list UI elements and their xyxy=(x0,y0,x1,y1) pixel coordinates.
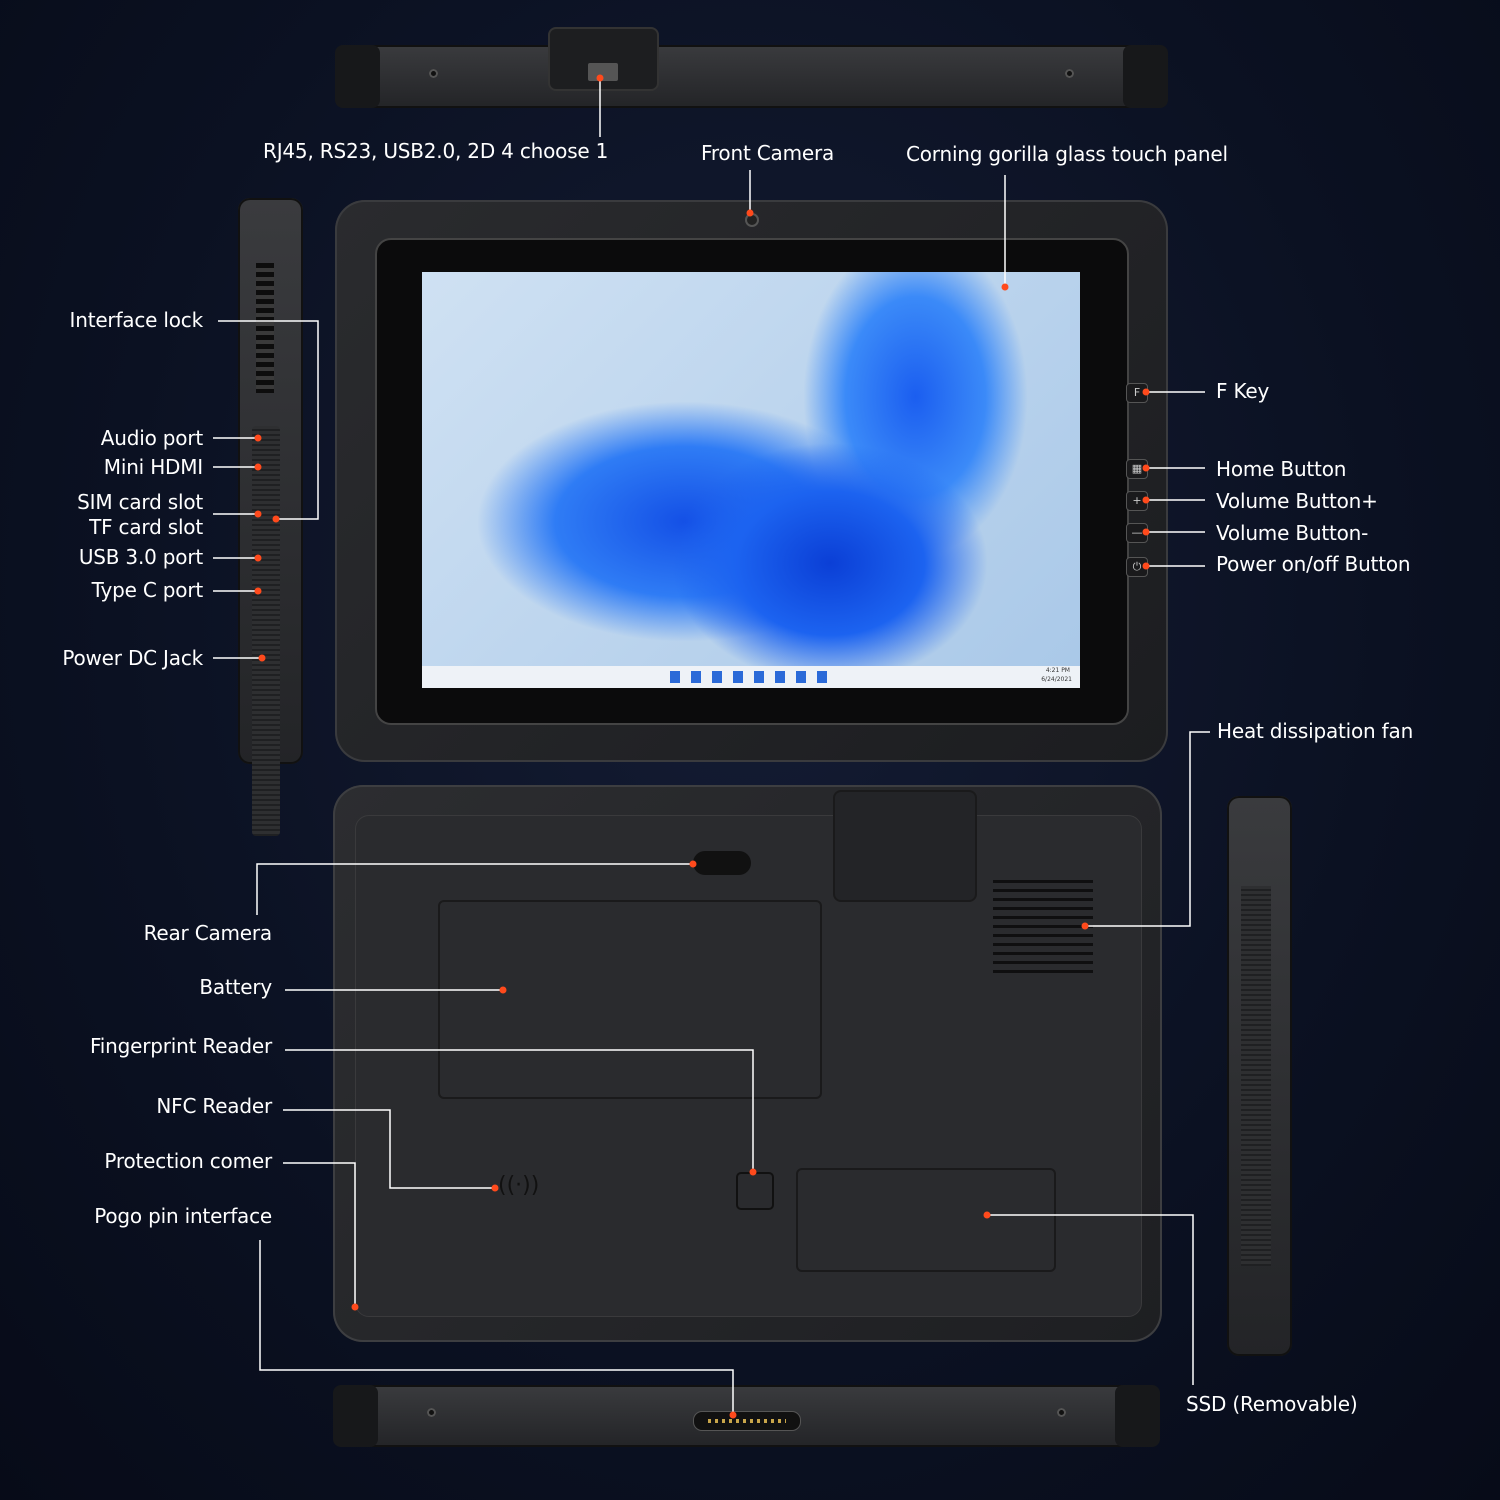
label-front-camera: Front Camera xyxy=(701,141,835,165)
taskbar-date: 6/24/2021 xyxy=(1041,676,1072,683)
touch-screen[interactable]: 4:21 PM 6/24/2021 xyxy=(422,272,1080,688)
tablet-back: ((·)) xyxy=(333,785,1162,1342)
marker-dot xyxy=(254,463,262,471)
marker-dot xyxy=(254,510,262,518)
marker-dot xyxy=(1142,464,1150,472)
ssd-cover xyxy=(796,1168,1056,1272)
label-power-button: Power on/off Button xyxy=(1216,552,1411,576)
handle-mount xyxy=(833,790,977,902)
rj45-port-icon xyxy=(588,63,618,81)
nfc-icon: ((·)) xyxy=(498,1173,540,1198)
marker-dot xyxy=(254,587,262,595)
label-top-port: RJ45, RS23, USB2.0, 2D 4 choose 1 xyxy=(263,139,609,163)
side-grip xyxy=(1241,886,1271,1266)
label-tf-slot: TF card slot xyxy=(89,515,203,539)
label-home-button: Home Button xyxy=(1216,457,1347,481)
marker-dot xyxy=(258,654,266,662)
label-f-key: F Key xyxy=(1216,379,1270,403)
marker-dot xyxy=(254,554,262,562)
label-volume-up: Volume Button+ xyxy=(1216,489,1378,513)
label-glass-panel: Corning gorilla glass touch panel xyxy=(906,142,1228,166)
tablet-right-side xyxy=(1227,796,1292,1356)
marker-dot xyxy=(1142,528,1150,536)
pogo-pin-connector xyxy=(693,1411,801,1431)
marker-dot xyxy=(491,1184,499,1192)
marker-dot xyxy=(1142,496,1150,504)
label-battery: Battery xyxy=(199,975,272,999)
taskbar: 4:21 PM 6/24/2021 xyxy=(422,666,1080,688)
marker-dot xyxy=(499,986,507,994)
label-mini-hdmi: Mini HDMI xyxy=(103,455,203,479)
marker-dot xyxy=(351,1303,359,1311)
marker-dot xyxy=(983,1211,991,1219)
battery-cover xyxy=(438,900,822,1099)
tablet-left-side xyxy=(238,198,303,836)
label-pogo-pin: Pogo pin interface xyxy=(94,1204,272,1228)
windows-icon: ▦ xyxy=(1131,462,1143,475)
label-type-c: Type C port xyxy=(91,578,204,602)
label-fingerprint: Fingerprint Reader xyxy=(89,1034,272,1058)
vent-grille xyxy=(256,263,274,393)
marker-dot xyxy=(254,434,262,442)
fan-vent xyxy=(993,880,1093,975)
marker-dot xyxy=(596,74,604,82)
tablet-bottom-edge xyxy=(333,1385,1160,1447)
label-sim-slot: SIM card slot xyxy=(77,490,203,514)
label-dc-jack: Power DC Jack xyxy=(62,646,203,670)
port-cover-strip xyxy=(252,426,280,836)
marker-dot xyxy=(1081,922,1089,930)
marker-dot xyxy=(1142,562,1150,570)
label-audio-port: Audio port xyxy=(100,426,203,450)
marker-dot xyxy=(729,1411,737,1419)
marker-dot xyxy=(1142,388,1150,396)
marker-dot xyxy=(749,1168,757,1176)
home-button[interactable]: ▦ xyxy=(1126,459,1148,479)
marker-dot xyxy=(272,515,280,523)
label-volume-down: Volume Button- xyxy=(1216,521,1369,545)
port-cover xyxy=(548,27,659,91)
label-protection-corner: Protection comer xyxy=(104,1149,272,1173)
label-interface-lock: Interface lock xyxy=(69,308,204,332)
label-rear-camera: Rear Camera xyxy=(143,921,273,945)
marker-dot xyxy=(1001,283,1009,291)
label-heat-fan: Heat dissipation fan xyxy=(1217,719,1414,743)
marker-dot xyxy=(746,209,754,217)
label-usb3: USB 3.0 port xyxy=(78,545,203,569)
taskbar-time: 4:21 PM xyxy=(1045,667,1070,674)
taskbar-icons[interactable] xyxy=(670,671,830,683)
label-ssd: SSD (Removable) xyxy=(1186,1392,1358,1416)
marker-dot xyxy=(689,860,697,868)
label-nfc: NFC Reader xyxy=(156,1094,272,1118)
rear-camera-icon xyxy=(693,851,751,875)
tablet-top-edge xyxy=(335,45,1168,108)
